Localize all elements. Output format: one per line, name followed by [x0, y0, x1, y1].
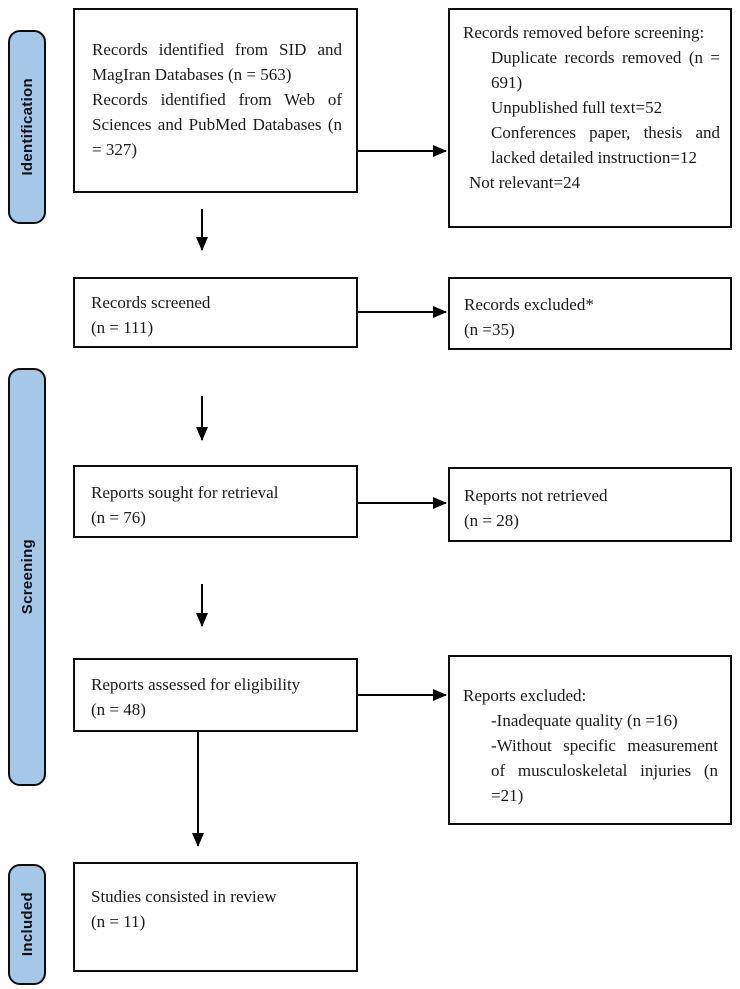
stage-label-included-text: Included: [18, 892, 36, 957]
studies-included-line2: (n = 11): [91, 912, 146, 931]
box-records-removed-before-screening: Records removed before screening: Duplic…: [448, 8, 732, 228]
box-reports-sought: Reports sought for retrieval (n = 76): [73, 465, 358, 538]
records-identified-para1: Records identified from SID and MagIran …: [92, 40, 342, 84]
records-identified-para2: Records identified from Web of Sciences …: [92, 90, 342, 159]
stage-label-included: Included: [8, 864, 46, 985]
reports-not-retrieved-line2: (n = 28): [464, 511, 519, 530]
reports-sought-line1: Reports sought for retrieval: [91, 483, 279, 502]
stage-label-screening-text: Screening: [18, 539, 36, 615]
reports-assessed-line2: (n = 48): [91, 700, 146, 719]
records-removed-item: Unpublished full text=52: [491, 98, 663, 117]
stage-label-identification-text: Identification: [18, 78, 36, 176]
box-reports-not-retrieved: Reports not retrieved (n = 28): [448, 467, 732, 542]
records-removed-footer: Not relevant=24: [469, 173, 581, 192]
studies-included-line1: Studies consisted in review: [91, 887, 277, 906]
records-screened-line2: (n = 111): [91, 318, 154, 337]
reports-sought-line2: (n = 76): [91, 508, 146, 527]
records-removed-item: Duplicate records removed (n = 691): [491, 48, 720, 92]
reports-excluded-item: -Inadequate quality (n =16): [491, 711, 678, 730]
reports-excluded-title: Reports excluded:: [463, 686, 587, 705]
records-excluded-line2: (n =35): [464, 320, 515, 339]
box-reports-assessed: Reports assessed for eligibility (n = 48…: [73, 658, 358, 732]
records-screened-line1: Records screened: [91, 293, 211, 312]
records-excluded-line1: Records excluded*: [464, 295, 594, 314]
box-studies-included: Studies consisted in review (n = 11): [73, 862, 358, 972]
reports-assessed-line1: Reports assessed for eligibility: [91, 675, 301, 694]
box-reports-excluded: Reports excluded: -Inadequate quality (n…: [448, 655, 732, 825]
box-records-identified: Records identified from SID and MagIran …: [73, 8, 358, 193]
box-records-screened: Records screened (n = 111): [73, 277, 358, 348]
box-records-excluded: Records excluded* (n =35): [448, 277, 732, 350]
records-removed-title: Records removed before screening:: [463, 23, 705, 42]
stage-label-identification: Identification: [8, 30, 46, 224]
stage-label-screening: Screening: [8, 368, 46, 786]
reports-not-retrieved-line1: Reports not retrieved: [464, 486, 608, 505]
reports-excluded-item: -Without specific measurement of musculo…: [491, 736, 718, 805]
records-removed-item: Conferences paper, thesis and lacked det…: [491, 123, 720, 167]
